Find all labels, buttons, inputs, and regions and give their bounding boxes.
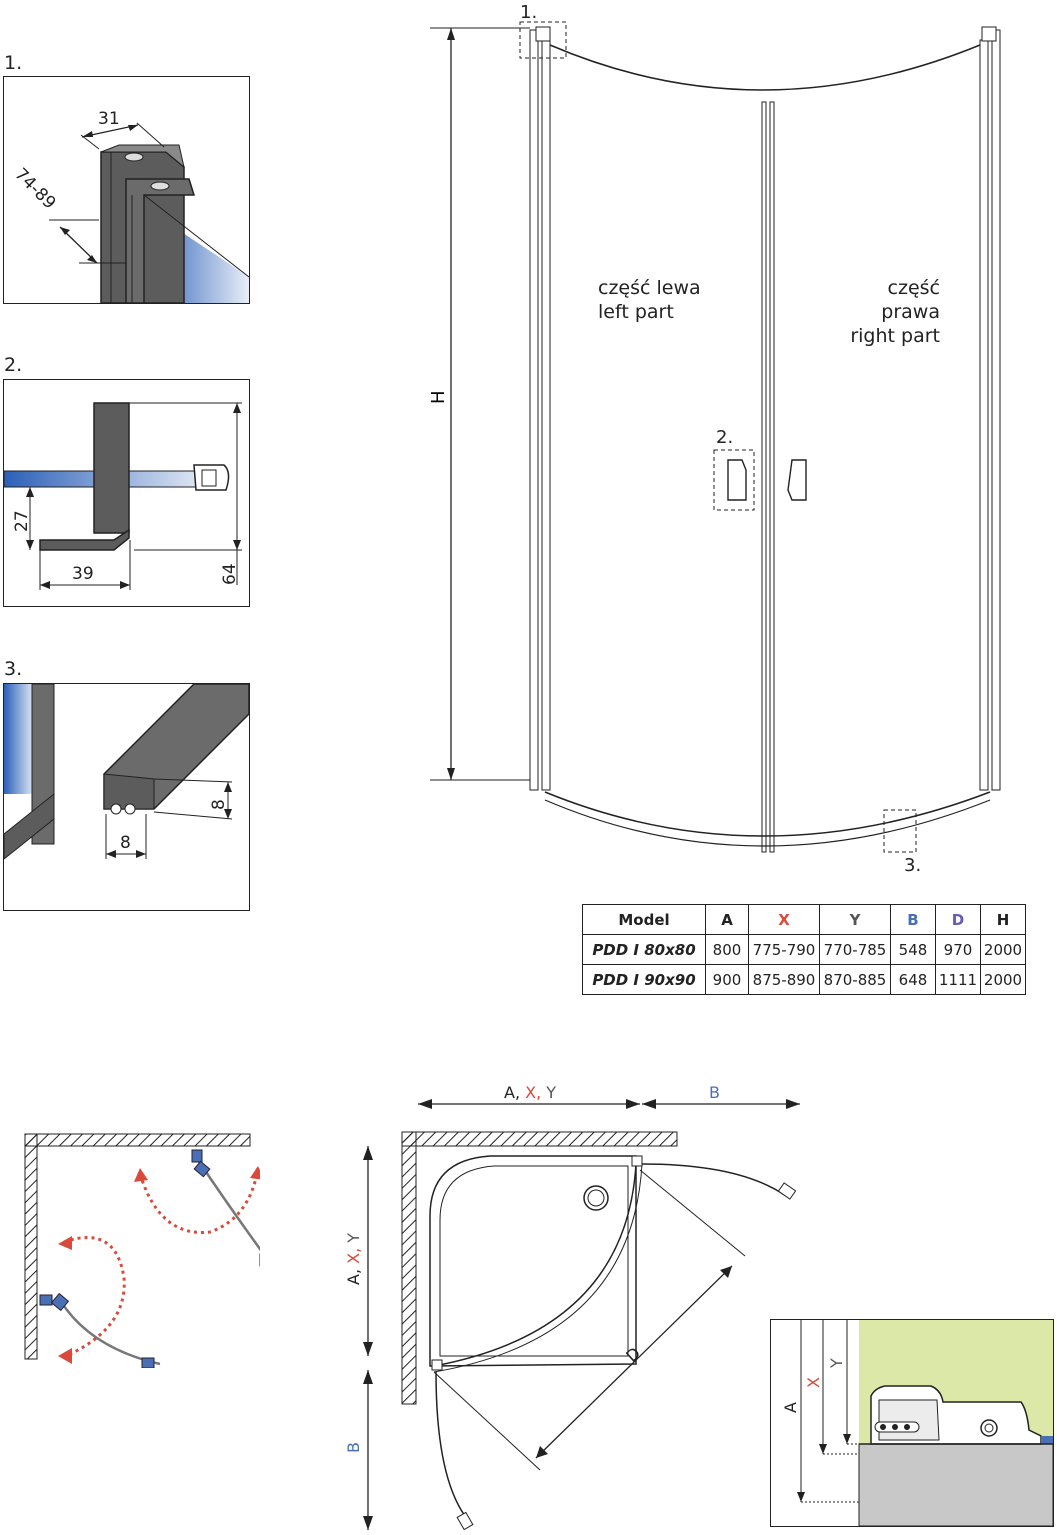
header-h: H — [980, 904, 1026, 935]
elevation-drawing: H — [420, 0, 1050, 880]
header-y: Y — [819, 904, 891, 935]
header-x: X — [748, 904, 820, 935]
callout-1: 1. — [520, 2, 538, 23]
detail-2-frame: 64 27 39 — [3, 379, 250, 607]
table-cell: 548 — [890, 934, 936, 965]
elevation-height-label: H — [428, 390, 449, 404]
table-cell: 770-785 — [819, 934, 891, 965]
detail-1-label: 1. — [4, 52, 23, 74]
section-detail-frame: A X Y — [770, 1319, 1054, 1527]
table-cell: 648 — [890, 964, 936, 995]
plan-side-y: Y — [344, 1232, 363, 1243]
table-cell: 1111 — [935, 964, 981, 995]
detail-3-label: 3. — [4, 658, 23, 680]
right-part-label: część prawa right part — [826, 276, 940, 348]
detail-1-height: 74-89 — [10, 164, 59, 213]
detail-2-drawing: 64 27 39 — [4, 402, 242, 590]
plan-top-sep: , — [536, 1083, 547, 1102]
plan-side-a: A, — [344, 1263, 363, 1285]
header-b: B — [890, 904, 936, 935]
detail-1-drawing: 31 74-89 — [10, 109, 249, 303]
detail-3-dim-8-horizontal: 8 — [120, 833, 131, 853]
callout-3: 3. — [904, 855, 922, 876]
table-header-row: Model A X Y B D H — [582, 904, 1026, 935]
left-part-pl: część lewa — [598, 277, 701, 299]
detail-3-drawing: 8 8 — [4, 684, 249, 860]
left-part-en: left part — [598, 301, 674, 323]
table-cell: PDD I 80x80 — [582, 934, 706, 965]
left-part-label: część lewa left part — [598, 276, 701, 324]
detail-2-label: 2. — [4, 354, 23, 376]
plan-side-b: B — [344, 1442, 363, 1453]
detail-2-dim-64: 64 — [220, 563, 240, 585]
section-a-label: A — [781, 1402, 800, 1413]
plan-side-sep: , — [344, 1242, 363, 1253]
plan-side-label: A, X, Y — [344, 1233, 363, 1285]
table-cell: 870-885 — [819, 964, 891, 995]
right-part-pl: część prawa — [881, 277, 940, 323]
table-cell: 875-890 — [748, 964, 820, 995]
plan-side-x: X — [344, 1252, 363, 1264]
right-part-en: right part — [850, 325, 940, 347]
section-x-label: X — [804, 1377, 823, 1388]
header-a: A — [705, 904, 749, 935]
table-cell: 900 — [705, 964, 749, 995]
table-cell: 775-790 — [748, 934, 820, 965]
plan-view-diagram — [340, 1080, 810, 1535]
dimensions-table: Model A X Y B D H PDD I 80x80 800 775-79… — [582, 904, 1026, 995]
detail-2-dim-27: 27 — [12, 510, 32, 532]
detail-3-dim-8-vertical: 8 — [209, 799, 229, 810]
detail-2-dim-39: 39 — [72, 564, 94, 584]
table-cell: 2000 — [980, 934, 1026, 965]
detail-1-width: 31 — [98, 109, 120, 129]
header-d: D — [935, 904, 981, 935]
plan-top-b: B — [709, 1083, 720, 1102]
table-cell: 800 — [705, 934, 749, 965]
table-cell: 970 — [935, 934, 981, 965]
detail-1-frame: 31 74-89 — [3, 76, 250, 304]
table-row: PDD I 90x90 900 875-890 870-885 648 1111… — [582, 964, 1026, 995]
plan-top-y: Y — [546, 1083, 557, 1102]
plan-top-a: A, — [504, 1083, 526, 1102]
plan-top-x: X — [525, 1083, 537, 1102]
plan-top-label: A, X, Y — [504, 1083, 556, 1102]
section-y-label: Y — [827, 1358, 846, 1369]
table-row: PDD I 80x80 800 775-790 770-785 548 970 … — [582, 934, 1026, 965]
table-cell: 2000 — [980, 964, 1026, 995]
table-cell: PDD I 90x90 — [582, 964, 706, 995]
detail-3-frame: 8 8 — [3, 683, 250, 911]
door-swing-diagram — [20, 1128, 260, 1368]
header-model: Model — [582, 904, 706, 935]
callout-2: 2. — [716, 427, 734, 448]
